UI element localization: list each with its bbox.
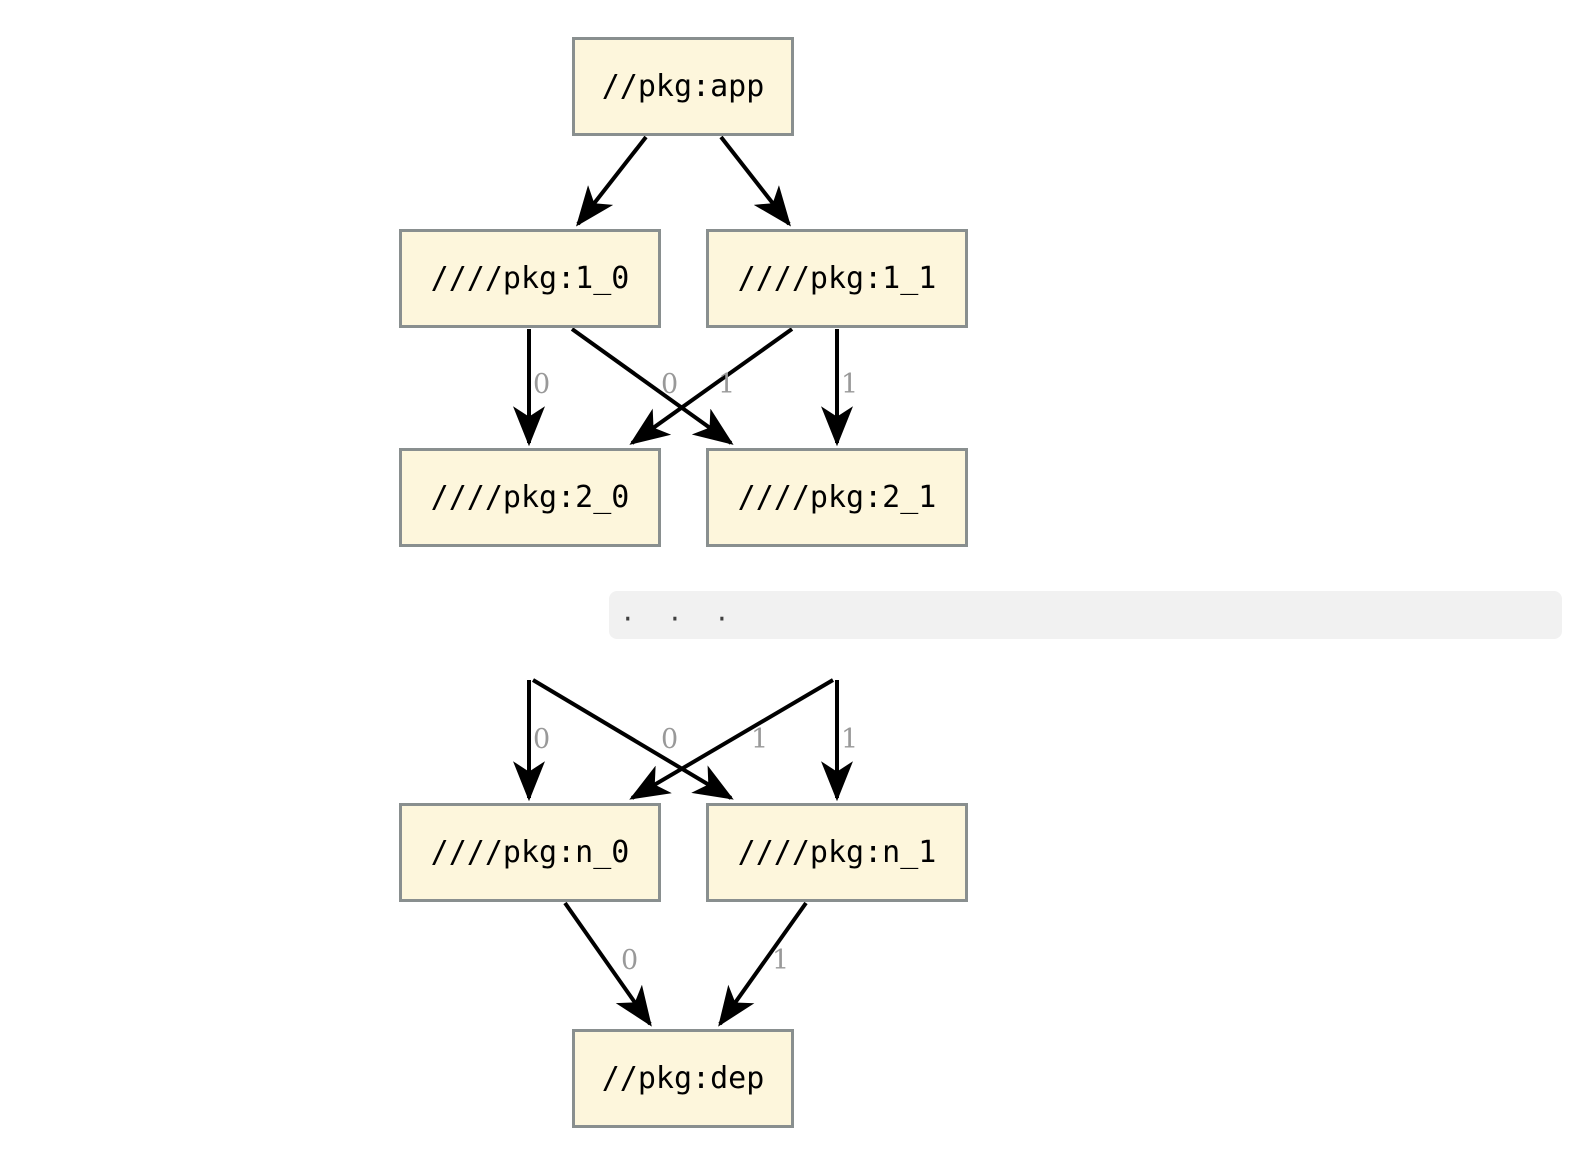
- node-label: ////pkg:1_1: [737, 261, 937, 296]
- node-t1_0[interactable]: ////pkg:1_0: [399, 229, 661, 328]
- edge-label: 0: [621, 945, 639, 976]
- edge-line: [629, 678, 835, 800]
- edge-label: 1: [772, 945, 790, 976]
- node-tn_1[interactable]: ////pkg:n_1: [706, 803, 968, 902]
- node-label: ////pkg:n_0: [430, 835, 630, 870]
- edge-line: [719, 135, 791, 227]
- node-t2_1[interactable]: ////pkg:2_1: [706, 448, 968, 547]
- edge-label: 1: [718, 369, 736, 400]
- edge-label: 0: [661, 369, 679, 400]
- edge-line: [576, 135, 648, 227]
- edge-line: [563, 901, 652, 1027]
- node-label: //pkg:app: [601, 69, 765, 104]
- edge-label: 0: [533, 369, 551, 400]
- node-tn_0[interactable]: ////pkg:n_0: [399, 803, 661, 902]
- node-label: ////pkg:n_1: [737, 835, 937, 870]
- node-label: ////pkg:2_1: [737, 480, 937, 515]
- node-t1_1[interactable]: ////pkg:1_1: [706, 229, 968, 328]
- node-label: //pkg:dep: [601, 1061, 765, 1096]
- edge-label: 0: [661, 724, 679, 755]
- edge-line: [629, 327, 794, 445]
- node-app[interactable]: //pkg:app: [572, 37, 794, 136]
- edge-label: 1: [841, 369, 859, 400]
- ellipsis-dots: · · ·: [623, 602, 741, 637]
- edge-line: [531, 678, 734, 800]
- node-dep[interactable]: //pkg:dep: [572, 1029, 794, 1128]
- node-t2_0[interactable]: ////pkg:2_0: [399, 448, 661, 547]
- edge-label: 1: [751, 724, 769, 755]
- node-label: ////pkg:2_0: [430, 480, 630, 515]
- ellipsis-separator-band: · · ·: [609, 591, 1562, 639]
- node-label: ////pkg:1_0: [430, 261, 630, 296]
- edge-label: 0: [533, 724, 551, 755]
- edge-line: [718, 901, 808, 1027]
- edge-lines: [513, 135, 853, 1027]
- edge-line: [570, 327, 734, 445]
- edge-label: 1: [841, 724, 859, 755]
